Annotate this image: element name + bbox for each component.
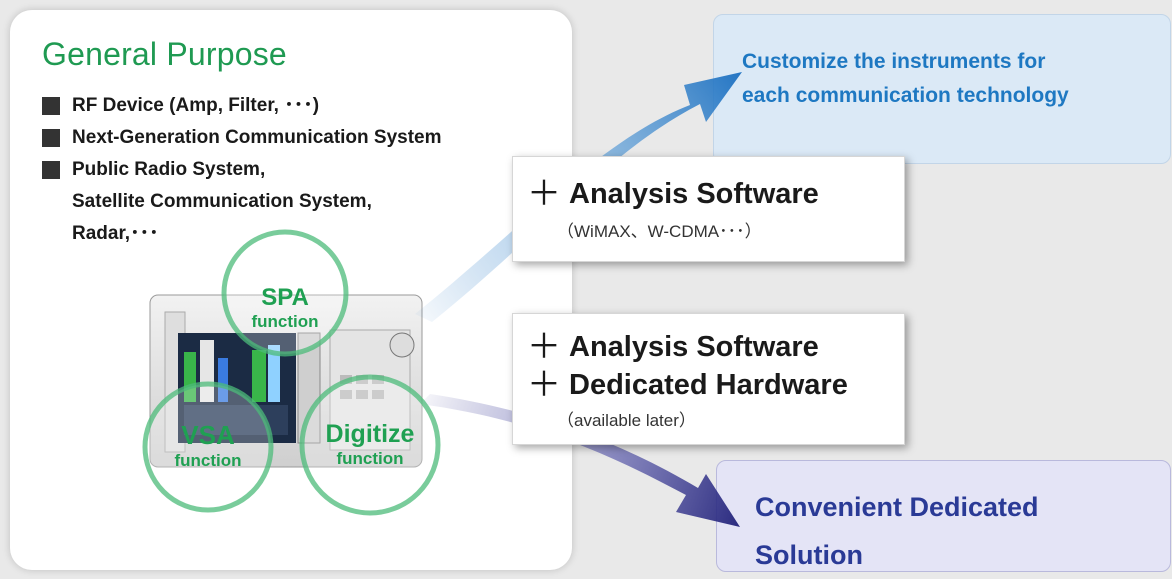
- bullet-square-icon: [42, 97, 60, 115]
- spa-label: SPA function: [235, 284, 335, 332]
- lower-arrow: [420, 394, 740, 527]
- bullet-square-icon: [42, 129, 60, 147]
- digitize-name: Digitize: [325, 420, 415, 448]
- solution-line-2: Solution: [755, 540, 863, 570]
- bullet-square-icon: [42, 161, 60, 179]
- plus-icon: ＋: [527, 366, 561, 404]
- digitize-label: Digitize function: [302, 420, 438, 469]
- list-item: Next-Generation Communication System: [42, 122, 442, 154]
- spa-circle: [221, 229, 349, 357]
- box2-line2: Dedicated Hardware: [569, 368, 848, 401]
- customize-line-2: each communication technology: [742, 84, 1069, 107]
- list-item-text: Next-Generation Communication System: [72, 127, 442, 148]
- digitize-circle: [299, 374, 441, 516]
- instrument-image: [149, 294, 423, 468]
- dedicated-solution-box: Convenient Dedicated Solution: [716, 460, 1171, 572]
- vsa-label: VSA function: [153, 420, 263, 471]
- plus-icon: ＋: [527, 328, 561, 366]
- list-item-text: RF Device (Amp, Filter, ･･･): [72, 95, 320, 116]
- general-purpose-title: General Purpose: [42, 36, 287, 72]
- box1-line1: Analysis Software: [569, 177, 819, 210]
- list-item-text: Satellite Communication System,: [72, 191, 372, 212]
- spa-sub: function: [251, 312, 319, 331]
- digitize-sub: function: [336, 449, 404, 468]
- solution-line-1: Convenient Dedicated: [755, 492, 1039, 522]
- customize-target-box: Customize the instruments for each commu…: [713, 14, 1171, 164]
- box1-sub: （WiMAX、W-CDMA･･･）: [557, 222, 762, 241]
- box2-line1: Analysis Software: [569, 330, 819, 363]
- list-item: RF Device (Amp, Filter, ･･･): [42, 90, 442, 122]
- upper-arrow: [415, 72, 742, 322]
- vsa-circle: [142, 381, 274, 513]
- analysis-software-box: ＋ Analysis Software （WiMAX、W-CDMA･･･）: [512, 156, 905, 262]
- list-item-text: Public Radio System,: [72, 159, 266, 180]
- application-list: RF Device (Amp, Filter, ･･･) Next-Genera…: [42, 90, 442, 250]
- plus-icon: ＋: [527, 175, 561, 213]
- box2-sub: （available later）: [557, 411, 696, 430]
- list-item: Public Radio System, Satellite Communica…: [42, 154, 442, 250]
- vsa-name: VSA: [181, 420, 235, 450]
- analysis-hardware-box: ＋ Analysis Software ＋ Dedicated Hardware…: [512, 313, 905, 445]
- vsa-sub: function: [174, 451, 242, 470]
- list-item-text: Radar,･･･: [72, 223, 159, 244]
- customize-line-1: Customize the instruments for: [742, 50, 1046, 73]
- spa-name: SPA: [261, 284, 309, 311]
- general-purpose-panel: [10, 10, 572, 570]
